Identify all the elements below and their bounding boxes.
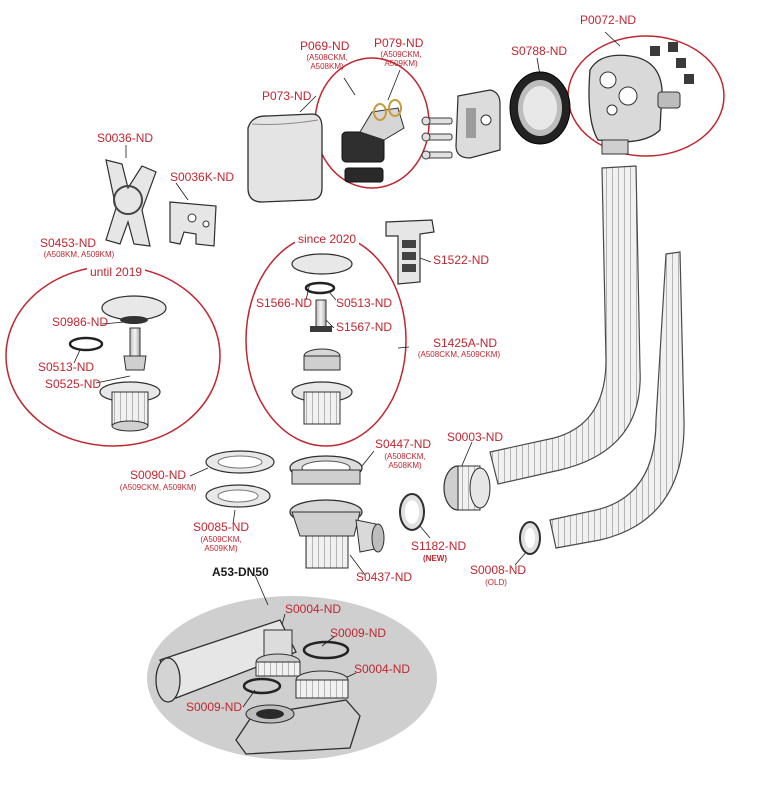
label-s0036k: S0036K-ND [170,170,235,184]
label-s0453-note: (A508KM, A509KM) [43,250,115,259]
bracket-s0036k-part [169,201,217,247]
label-s0437: S0437-ND [356,570,413,584]
grille-s1522-part [385,219,435,285]
mounting-plate-part [455,89,501,159]
flex-hose-front-part [489,165,641,485]
label-s1425a: S1425A-ND [433,336,498,350]
seal-ring-s0513-right-part [304,281,336,295]
group-label-since-2020: since 2020 [295,232,360,246]
label-p079-note: (A509CKM, A509KM) [380,50,422,68]
label-s0453: S0453-ND [40,236,97,250]
label-s0788: S0788-ND [511,44,568,58]
label-p069: P069-ND [300,39,350,53]
plug-cap-s1566-part [291,253,353,275]
label-s0004-right: S0004-ND [354,662,411,676]
label-s0008-note: (OLD) [485,578,507,587]
label-s1566: S1566-ND [256,296,313,310]
label-s1182-note: (NEW) [423,554,447,563]
label-s0003: S0003-ND [447,430,504,444]
plug-spindle-s1567-part [315,299,327,331]
label-s0447: S0447-ND [375,437,432,451]
seal-ring-s0513-left-part [68,336,104,352]
overflow-body-part [588,42,694,155]
label-s1522: S1522-ND [433,253,490,267]
label-p0072: P0072-ND [580,13,637,27]
label-p079: P079-ND [374,36,424,50]
label-s1425a-note: (A508CKM, A509CKM) [417,350,501,359]
label-s0008: S0008-ND [470,563,527,577]
model-title: A53-DN50 [212,565,269,579]
label-s0447-note: (A508CKM, A508KM) [384,452,426,470]
label-p073: P073-ND [262,89,312,103]
flex-hose-back-part [549,251,685,549]
plug-mechanism-part [129,327,141,361]
screws-part [421,116,453,160]
label-s0513-right: S0513-ND [336,296,393,310]
label-s0090: S0090-ND [130,468,187,482]
label-s0004-top: S0004-ND [285,602,342,616]
label-s1182: S1182-ND [411,539,467,553]
group-label-until-2019: until 2019 [87,265,146,279]
label-s0525: S0525-ND [45,377,102,391]
label-s0090-note: (A509CKM, A509KM) [119,483,197,492]
label-s0513-left: S0513-ND [38,360,95,374]
label-s0986: S0986-ND [52,315,109,329]
label-p069-note: (A508CKM, A508KM) [306,53,348,71]
siphon-assembly-part [155,619,361,755]
label-s0009-left: S0009-ND [186,700,243,714]
label-s0085: S0085-ND [193,520,250,534]
cover-cap-part [247,113,323,203]
label-s0009-top: S0009-ND [330,626,387,640]
nut-s0003-part [443,465,491,511]
bracket-s0036-part [105,159,157,247]
label-s1567: S1567-ND [336,320,393,334]
drain-body-s0437-part [289,499,385,569]
siphon-background-oval [147,596,437,760]
label-s0085-note: (A509CKM, A509KM) [200,535,242,553]
label-s0036: S0036-ND [97,131,154,145]
